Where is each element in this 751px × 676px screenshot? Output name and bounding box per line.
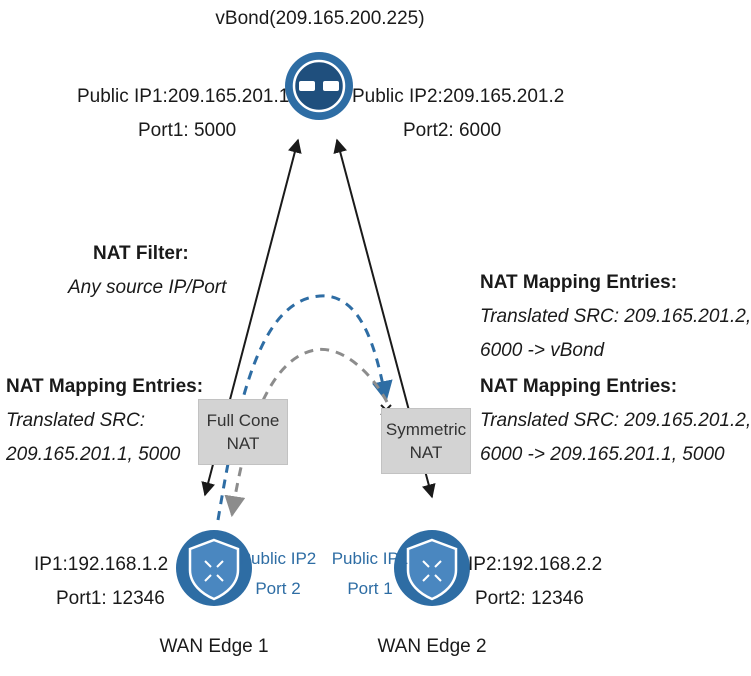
edge1-port-label: Port1: 12346 — [56, 588, 165, 609]
edge1-public-line1: Public IP2 — [239, 549, 317, 568]
gray-dashed-path — [224, 347, 389, 518]
wan-edge-2-icon — [394, 530, 470, 606]
public-ip1-label: Public IP1:209.165.201.1 — [77, 86, 290, 107]
edge2-ip-label: IP2:192.168.2.2 — [468, 554, 603, 575]
public-port2-label: Port2: 6000 — [403, 120, 502, 141]
mapping-right1-title: NAT Mapping Entries: — [480, 272, 678, 293]
edge1-name: WAN Edge 1 — [159, 636, 269, 657]
nat1-line1: Full Cone — [206, 411, 280, 430]
mapping-right2-title: NAT Mapping Entries: — [480, 376, 678, 397]
mapping-right2-line1: Translated SRC: 209.165.201.2, — [480, 410, 751, 431]
mapping-right2-line2: 6000 -> 209.165.201.1, 5000 — [480, 444, 725, 465]
nat2-line1: Symmetric — [385, 420, 467, 439]
edge2-public-line2: Port 1 — [347, 579, 393, 598]
edge1-public-line2: Port 2 — [255, 579, 301, 598]
edge2-name: WAN Edge 2 — [377, 636, 487, 657]
mapping-left-title: NAT Mapping Entries: — [6, 376, 204, 397]
vbond-router-icon — [285, 52, 353, 120]
edge2-public-line1: Public IP1 — [331, 549, 409, 568]
wan-edge-1-icon — [176, 530, 252, 606]
nat-filter-title: NAT Filter: — [93, 243, 189, 264]
nat-filter-text: Any source IP/Port — [68, 277, 227, 298]
nat2-line2: NAT — [409, 443, 443, 462]
mapping-left-line1: Translated SRC: — [6, 410, 146, 431]
public-ip2-label: Public IP2:209.165.201.2 — [352, 86, 565, 107]
full-cone-nat-box: Full Cone NAT — [198, 399, 288, 465]
vbond-title: vBond(209.165.200.225) — [215, 8, 425, 29]
blue-dashed-path — [216, 294, 393, 521]
mapping-left-line2: 209.165.201.1, 5000 — [6, 444, 181, 465]
nat1-line2: NAT — [226, 434, 260, 453]
edge1-ip-label: IP1:192.168.1.2 — [34, 554, 169, 575]
symmetric-nat-box: Symmetric NAT — [381, 408, 471, 474]
edge2-port-label: Port2: 12346 — [475, 588, 584, 609]
mapping-right1-line2: 6000 -> vBond — [480, 340, 605, 361]
diagram-canvas — [176, 52, 470, 606]
mapping-right1-line1: Translated SRC: 209.165.201.2, — [480, 306, 751, 327]
public-port1-label: Port1: 5000 — [138, 120, 237, 141]
